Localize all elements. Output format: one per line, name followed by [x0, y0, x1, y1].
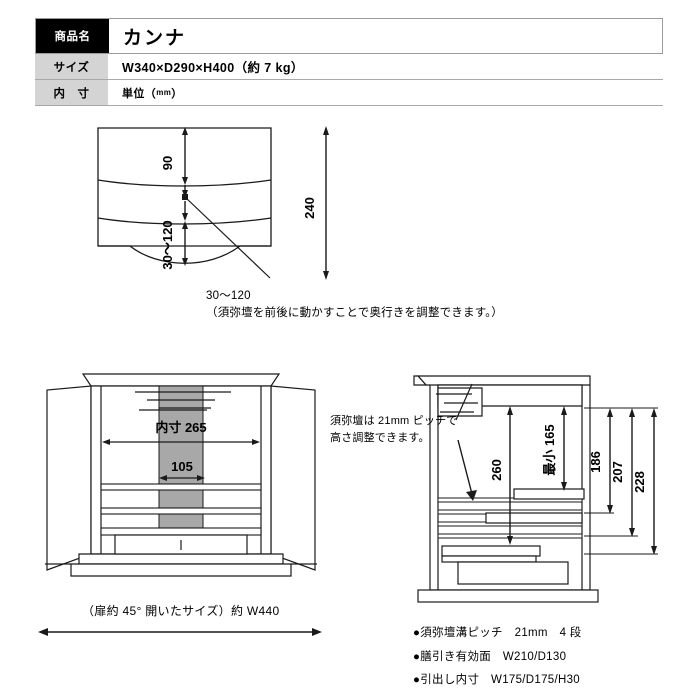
unit-mm: mm [156, 88, 172, 97]
section-view-drawing: 260 最小 165 186 207 [413, 375, 658, 603]
dim-line-186 [607, 408, 613, 514]
front-view-drawing: 内寸 265 105 [45, 373, 317, 577]
table-row-product-name: 商品名 カンナ [35, 18, 663, 54]
label-product-name: 商品名 [36, 19, 109, 53]
section-cornice [416, 375, 591, 386]
front-view-overall-width-arrow [38, 628, 322, 636]
front-view-caption: （扉約 45° 開いたサイズ）約 W440 [82, 604, 280, 618]
bullet-spec-list: ●須弥壇溝ピッチ 21mm 4 段 ●膳引き有効面 W210/D130 ●引出し… [413, 622, 582, 693]
section-pullout-tray [441, 545, 541, 563]
section-sumidan-platform [485, 488, 585, 524]
section-groove-hatch [436, 383, 478, 421]
unit-prefix: 単位（ [122, 87, 157, 100]
value-product-name: カンナ [123, 27, 187, 49]
front-door-left [46, 385, 92, 571]
value-size: W340×D290×H400（約 7 kg） [122, 61, 304, 75]
pitch-note-line-1: 須弥壇は 21mm ピッチで [330, 415, 458, 427]
dim-line-30-120 [182, 221, 188, 266]
front-base [70, 563, 292, 577]
dim-label-260: 260 [489, 459, 504, 481]
pitch-note-arrow [457, 439, 477, 501]
dim-line-228 [651, 408, 657, 555]
table-row-inner-dimension: 内 寸 単位（mm） [35, 80, 663, 106]
table-row-size: サイズ W340×D290×H400（約 7 kg） [35, 54, 663, 80]
callout-leader-line [184, 196, 271, 279]
section-extension-lines [584, 407, 658, 555]
dim-label-center-width: 105 [171, 459, 193, 474]
value-inner-dimension: 単位（mm） [108, 80, 663, 105]
spec-table: 商品名 カンナ サイズ W340×D290×H400（約 7 kg） 内 寸 単… [35, 18, 663, 106]
dim-line-240 [323, 126, 329, 280]
front-shelves [100, 483, 262, 536]
front-drawer [114, 534, 248, 555]
section-groove-box [437, 387, 483, 417]
dim-line-90 [182, 127, 188, 185]
top-view-curve-1 [97, 179, 272, 187]
unit-suffix: ） [171, 87, 183, 100]
dim-line-207 [629, 408, 635, 537]
top-view-callout-note: 30〜120 （須弥壇を前後に動かすことで奥行きを調整できます。） [206, 288, 503, 321]
front-cornice [81, 373, 281, 387]
pitch-note-line-2: 高さ調整できます。 [330, 431, 430, 444]
top-view-drawing: 90 30〜120 240 [97, 126, 329, 280]
top-view-curve-2 [97, 217, 272, 225]
dim-line-inner-width [102, 439, 260, 445]
list-item: ●引出し内寸 W175/D175/H30 [413, 674, 580, 687]
label-size: サイズ [35, 54, 108, 79]
section-drawer [457, 561, 569, 585]
dim-label-240: 240 [302, 197, 317, 219]
dim-line-center-width [159, 475, 205, 481]
dim-label-30-120: 30〜120 [160, 220, 175, 269]
dim-label-228: 228 [632, 471, 647, 493]
dim-line-260 [507, 406, 513, 545]
list-item: ●膳引き有効面 W210/D130 [413, 650, 567, 663]
dim-line-min-165 [561, 406, 567, 491]
top-view-bottom-scoop [98, 245, 271, 264]
dim-label-90: 90 [160, 156, 175, 170]
section-cornice-edge [413, 375, 428, 386]
callout-value: 30〜120 [206, 290, 251, 302]
dim-label-min-165: 最小 165 [542, 424, 557, 475]
section-base [417, 589, 599, 603]
callout-description: （須弥壇を前後に動かすことで奥行きを調整できます。） [206, 306, 503, 319]
dim-label-186: 186 [588, 451, 603, 473]
list-item: ●須弥壇溝ピッチ 21mm 4 段 [413, 627, 582, 639]
front-top-rails [135, 391, 231, 411]
front-door-right [270, 385, 316, 571]
front-center-column [158, 385, 204, 529]
label-inner-dimension: 内 寸 [35, 80, 108, 105]
section-view-pitch-note: 須弥壇は 21mm ピッチで 高さ調整できます。 [330, 413, 457, 446]
dim-label-207: 207 [610, 461, 625, 483]
dim-label-inner-width: 内寸 265 [155, 420, 206, 435]
front-plinth [78, 553, 284, 565]
dim-connector-ticks [182, 185, 188, 221]
